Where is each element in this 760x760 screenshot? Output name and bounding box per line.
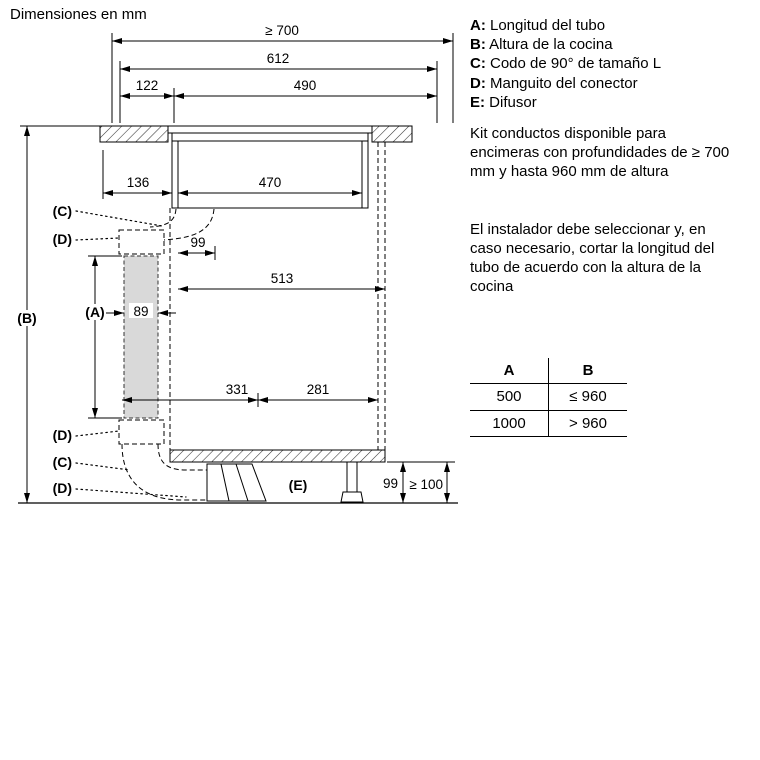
dim-A-label: (A) [85, 304, 104, 320]
dim-99-top: 99 [178, 235, 216, 260]
callout-D-mid: (D) [53, 427, 72, 443]
connector-sleeve-bottom [118, 419, 165, 445]
dim-89-label: 89 [133, 304, 148, 319]
cooktop-surface [167, 125, 373, 134]
cabinet-leg [340, 462, 364, 503]
legend-key: D: [470, 74, 486, 92]
table-cell: ≤ 960 [548, 383, 627, 411]
dim-99-top-label: 99 [190, 235, 205, 250]
table-row: 500 ≤ 960 [470, 383, 627, 411]
dim-top-width: ≥ 700 [111, 23, 454, 123]
dim-99-bottom: 99 [383, 461, 455, 503]
duct-tube [123, 255, 159, 419]
dim-B: (B) [12, 125, 100, 503]
leader-line [75, 488, 187, 498]
legend-label: Manguito del conector [490, 74, 638, 92]
elbow-top-outer [162, 208, 215, 241]
dim-490-label: 490 [294, 78, 317, 93]
leader-line [75, 462, 131, 471]
cabinet-bottom-panel [169, 449, 386, 463]
elbow-bottom-inner [157, 443, 208, 471]
diffuser [206, 463, 267, 502]
part-callout-texts: (C) (D) (D) (C) (D) (E) [53, 203, 308, 496]
dim-612: 612 [119, 51, 438, 123]
dim-top-width-label: ≥ 700 [265, 23, 299, 38]
dim-122-label: 122 [136, 78, 159, 93]
dim-B-label: (B) [17, 310, 36, 326]
dim-99-bottom-label: 99 [383, 476, 398, 491]
legend-key: E: [470, 93, 485, 111]
callout-C-bottom: (C) [53, 454, 72, 470]
hood-body [171, 132, 369, 209]
dim-331-label: 331 [226, 382, 249, 397]
table-header-A: A [470, 358, 549, 385]
table-header-row: A B [470, 358, 627, 385]
elbow-top-inner [149, 208, 177, 228]
legend-item-B: B: Altura de la cocina [470, 35, 734, 54]
label-mask [80, 304, 110, 320]
dim-513: 513 [178, 271, 385, 292]
legend-key: B: [470, 36, 486, 54]
worktop-right-section [371, 125, 413, 143]
dim-612-label: 612 [267, 51, 290, 66]
dim-136: 136 [102, 150, 172, 199]
part-callouts [75, 210, 187, 498]
callout-D-top: (D) [53, 231, 72, 247]
diffuser-vane [220, 463, 230, 502]
note-installer: El instalador debe seleccionar y, en cas… [470, 220, 715, 296]
installation-diagram: ≥ 700 612 122 490 [12, 23, 458, 504]
parts-legend: A: Longitud del tubo B: Altura de la coc… [470, 16, 734, 112]
dim-136-label: 136 [127, 175, 150, 190]
legend-item-A: A: Longitud del tubo [470, 16, 734, 35]
dim-A: (A) [80, 255, 122, 419]
callout-C-top: (C) [53, 203, 72, 219]
legend-key: C: [470, 55, 486, 73]
table-header-B: B [548, 358, 627, 385]
dim-331-281: 331 281 [122, 382, 378, 407]
dim-470-label: 470 [259, 175, 282, 190]
callout-D-bottom: (D) [53, 480, 72, 496]
legend-label: Longitud del tubo [490, 17, 606, 34]
dim-281-label: 281 [307, 382, 330, 397]
callout-E: (E) [289, 477, 308, 493]
legend-label: Codo de 90° de tamaño L [490, 55, 662, 73]
dim-89: 89 [106, 303, 176, 319]
leader-line [75, 210, 163, 227]
legend-item-D: D: Manguito del conector [470, 74, 734, 93]
table-cell: 1000 [470, 410, 549, 437]
legend-item-E: E: Difusor [470, 93, 734, 112]
legend-label: Difusor [489, 93, 537, 111]
hob-unit [167, 125, 373, 209]
dim-min-100-label: ≥ 100 [409, 477, 443, 492]
duct-assembly [118, 208, 215, 501]
note-duct-kit: Kit conductos disponible para encimeras … [470, 124, 730, 181]
worktop-left-section [99, 125, 169, 143]
diffuser-body [206, 463, 267, 502]
label-mask [405, 477, 444, 492]
label-mask [129, 303, 153, 318]
table-cell: > 960 [548, 410, 627, 437]
dim-513-label: 513 [271, 271, 294, 286]
table-cell: 500 [470, 383, 549, 411]
cabinet-outline [169, 142, 386, 450]
legend-item-C: C: Codo de 90° de tamaño L [470, 54, 734, 73]
legend-key: A: [470, 17, 486, 34]
dim-122-490: 122 490 [120, 78, 437, 123]
dim-470: 470 [178, 175, 362, 196]
leader-line [75, 430, 120, 437]
label-mask [12, 310, 42, 326]
elbow-bottom-outer [121, 443, 208, 501]
diffuser-vane [235, 463, 249, 502]
table-row: 1000 > 960 [470, 410, 627, 437]
info-panel: A: Longitud del tubo B: Altura de la coc… [470, 16, 734, 437]
worktop [99, 125, 413, 143]
legend-label: Altura de la cocina [489, 36, 613, 54]
leader-line [75, 237, 120, 241]
dim-min-100: ≥ 100 [405, 462, 450, 503]
leg-foot [340, 491, 364, 503]
tube-length-table: A B 500 ≤ 960 1000 > 960 [470, 358, 627, 437]
connector-sleeve-top [118, 229, 165, 255]
page-title: Dimensiones en mm [10, 6, 147, 23]
